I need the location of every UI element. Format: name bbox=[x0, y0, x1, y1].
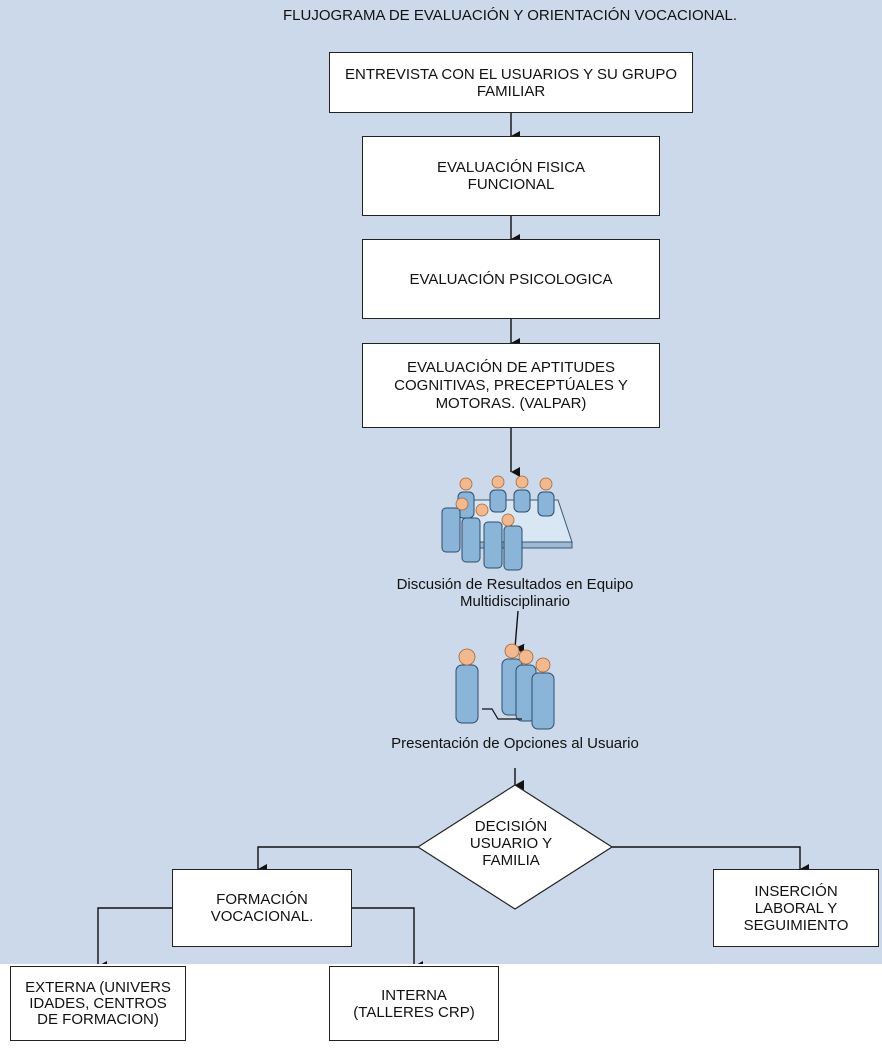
step-formacion-vocacional: FORMACIÓN VOCACIONAL. bbox=[172, 869, 352, 947]
decision-label: DECISIÓN USUARIO Y FAMILIA bbox=[469, 818, 553, 869]
step-evaluacion-psicologica: EVALUACIÓN PSICOLOGICA bbox=[362, 239, 660, 319]
people-group-icon bbox=[455, 643, 555, 730]
presentacion-label: Presentación de Opciones al Usuario bbox=[391, 735, 639, 752]
step-evaluacion-aptitudes-label: EVALUACIÓN DE APTITUDES COGNITIVAS, PREC… bbox=[394, 358, 628, 412]
arrow-discusion-presentacion bbox=[514, 610, 525, 654]
arrow-formacion-externa bbox=[97, 907, 172, 964]
step-interna-label: INTERNA (TALLERES CRP) bbox=[353, 986, 475, 1021]
step-interna: INTERNA (TALLERES CRP) bbox=[329, 966, 499, 1041]
step-evaluacion-aptitudes: EVALUACIÓN DE APTITUDES COGNITIVAS, PREC… bbox=[362, 343, 660, 428]
step-entrevista-label: ENTREVISTA CON EL USUARIOS Y SU GRUPO FA… bbox=[344, 65, 678, 100]
step-evaluacion-fisica-label: EVALUACIÓN FISICA FUNCIONAL bbox=[436, 159, 586, 193]
step-evaluacion-psicologica-label: EVALUACIÓN PSICOLOGICA bbox=[409, 270, 613, 288]
arrow-decision-insercion bbox=[612, 846, 809, 874]
connectors bbox=[97, 113, 809, 964]
step-formacion-vocacional-label: FORMACIÓN VOCACIONAL. bbox=[210, 891, 314, 925]
decision-diamond bbox=[416, 784, 614, 910]
arrow-decision-formacion bbox=[257, 846, 418, 874]
step-entrevista: ENTREVISTA CON EL USUARIOS Y SU GRUPO FA… bbox=[329, 52, 693, 113]
step-externa: EXTERNA (UNIVERSIDADES, CENTROS DE FORMA… bbox=[10, 966, 186, 1041]
diagram-title: FLUJOGRAMA DE EVALUACIÓN Y ORIENTACIÓN V… bbox=[283, 7, 737, 24]
step-insercion-laboral-label: INSERCIÓN LABORAL Y SEGUIMIENTO bbox=[743, 882, 849, 934]
meeting-table-icon bbox=[441, 475, 573, 571]
discusion-label: Discusión de Resultados en Equipo Multid… bbox=[396, 576, 634, 610]
step-externa-label: EXTERNA (UNIVERSIDADES, CENTROS DE FORMA… bbox=[25, 978, 171, 1028]
step-insercion-laboral: INSERCIÓN LABORAL Y SEGUIMIENTO bbox=[713, 869, 879, 947]
step-evaluacion-fisica: EVALUACIÓN FISICA FUNCIONAL bbox=[362, 136, 660, 216]
arrow-formacion-interna bbox=[352, 907, 423, 964]
